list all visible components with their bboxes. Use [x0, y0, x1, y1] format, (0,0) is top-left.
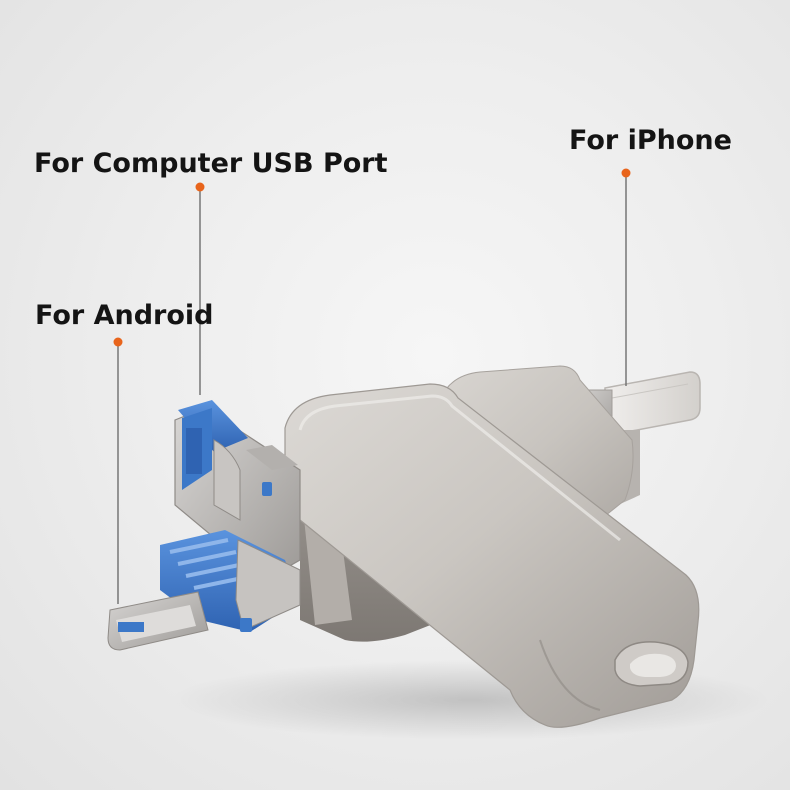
- iphone-label: For iPhone: [569, 125, 732, 156]
- leader-dot-usb: [195, 182, 205, 192]
- micro-usb-connector: [107, 530, 301, 651]
- swivel-cap: [284, 383, 700, 728]
- usb-a-connector: [174, 400, 301, 581]
- leader-dot-android: [113, 337, 123, 347]
- leader-dot-iphone: [621, 168, 631, 178]
- android-label: For Android: [35, 300, 214, 331]
- computer-usb-label: For Computer USB Port: [34, 148, 388, 179]
